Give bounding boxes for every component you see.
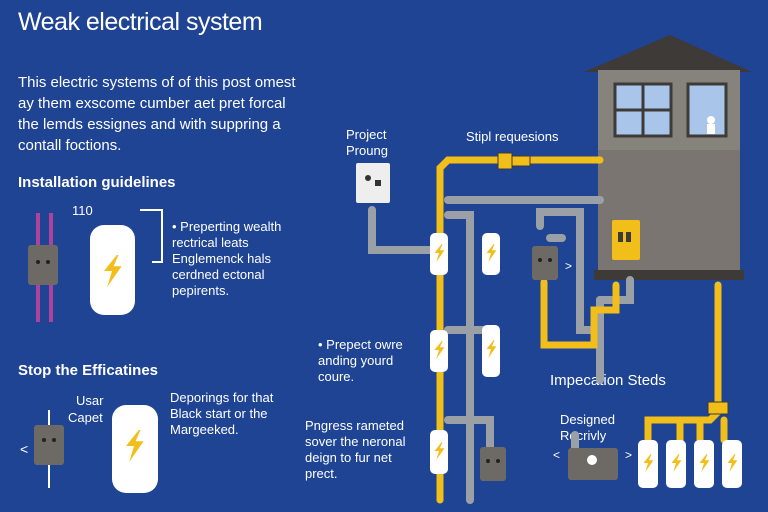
progress-line: deign to fur net <box>305 450 392 465</box>
intro-paragraph: This electric systems of of this post om… <box>18 72 318 156</box>
page-title: Weak electrical system <box>18 8 263 36</box>
installation-heading: Installation guidelines <box>18 174 176 191</box>
svg-text:<: < <box>553 448 560 462</box>
battery-bolt-icon <box>112 405 158 493</box>
intro-line: This electric systems of of this post om… <box>18 74 296 91</box>
bullet-line: • Preperting wealth <box>172 219 282 234</box>
desc-line: Deporings for that <box>170 390 274 405</box>
house-icon <box>584 35 752 280</box>
note-line: • Prepect owre <box>318 337 403 352</box>
installation-bullet: • Preperting wealth rectrical leats Engl… <box>172 219 281 299</box>
stop-label-capet: Capet <box>68 410 103 425</box>
progress-line: prect. <box>305 466 338 481</box>
pipe-coupling-icon <box>497 152 729 415</box>
label-line: Project <box>346 127 387 142</box>
progress-text: Pngress rameted sover the neronal deign … <box>305 418 405 482</box>
meter-device-icon: > <box>480 246 572 481</box>
desc-line: Black start or the <box>170 406 268 421</box>
progress-line: sover the neronal <box>305 434 406 449</box>
bullet-line: rectrical leats <box>172 235 249 250</box>
pipe-label: Stipl requesions <box>466 129 559 144</box>
svg-text:>: > <box>625 448 632 462</box>
bullet-line: cerdned ectonal <box>172 267 265 282</box>
stop-description: Deporings for that Black start or the Ma… <box>170 390 273 438</box>
battery-bolt-icon <box>90 225 135 315</box>
control-box-icon: < > <box>553 448 632 480</box>
middle-note: • Prepect owre anding yourd coure. <box>318 337 403 385</box>
intro-line: contall foctions. <box>18 137 122 154</box>
note-line: anding yourd <box>318 353 394 368</box>
battery-bolt-icon <box>638 440 742 488</box>
bullet-line: pepirents. <box>172 283 230 298</box>
svg-text:>: > <box>565 259 572 273</box>
label-line: Designed <box>560 412 615 427</box>
control-box-icon <box>356 163 390 203</box>
bullet-line: Englemenck hals <box>172 251 271 266</box>
note-line: coure. <box>318 369 355 384</box>
label-line: Proung <box>346 143 388 158</box>
svg-text:<: < <box>20 441 28 457</box>
intro-line: ay them exscome cumber aet pret forcal <box>18 95 286 112</box>
meter-device-icon: < <box>20 410 64 488</box>
stop-label-usar: Usar <box>76 393 104 408</box>
battery-bolt-icon <box>430 233 500 474</box>
desc-line: Margeeked. <box>170 422 239 437</box>
meter-device-icon <box>28 213 58 322</box>
stop-heading: Stop the Efficatines <box>18 362 159 379</box>
project-label: Project Proung <box>346 127 388 159</box>
progress-line: Pngress rameted <box>305 418 404 433</box>
impecation-heading: Impecation Steds <box>550 372 666 389</box>
installation-number: 110 <box>72 203 93 218</box>
intro-line: the lemds essignes and with suppring a <box>18 116 281 133</box>
